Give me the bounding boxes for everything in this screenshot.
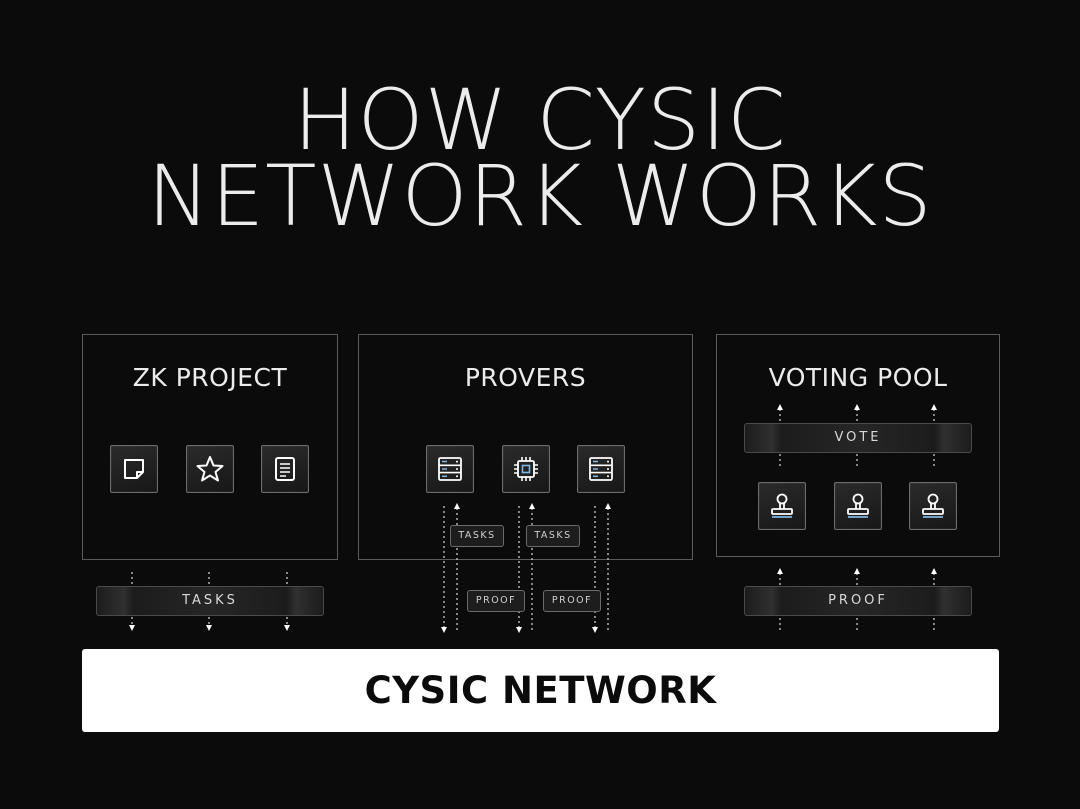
title-line-1: HOW CYSIC xyxy=(293,71,787,169)
chip-icon xyxy=(502,445,550,493)
vote-bar: VOTE xyxy=(744,423,972,453)
tasks-bar: TASKS xyxy=(96,586,324,616)
sticky-note-icon xyxy=(110,445,158,493)
tasks-chip: TASKS xyxy=(526,525,580,547)
star-icon xyxy=(186,445,234,493)
zk-project-panel: ZK PROJECT xyxy=(82,334,338,560)
zk-project-title: ZK PROJECT xyxy=(132,363,288,392)
proof-bar: PROOF xyxy=(744,586,972,616)
tasks-chip: TASKS xyxy=(450,525,504,547)
cysic-network-box: CYSIC NETWORK xyxy=(82,649,999,732)
voting-pool-title: VOTING POOL xyxy=(768,363,948,392)
server-icon xyxy=(577,445,625,493)
server-icon xyxy=(426,445,474,493)
proof-chip: PROOF xyxy=(467,590,525,612)
provers-panel: PROVERS xyxy=(358,334,693,560)
stamp-icon xyxy=(758,482,806,530)
document-icon xyxy=(261,445,309,493)
stamp-icon xyxy=(834,482,882,530)
proof-chip: PROOF xyxy=(543,590,601,612)
provers-title: PROVERS xyxy=(464,363,587,392)
title-line-2: NETWORK WORKS xyxy=(147,147,933,245)
cysic-network-label: CYSIC NETWORK xyxy=(364,669,717,712)
stamp-icon xyxy=(909,482,957,530)
